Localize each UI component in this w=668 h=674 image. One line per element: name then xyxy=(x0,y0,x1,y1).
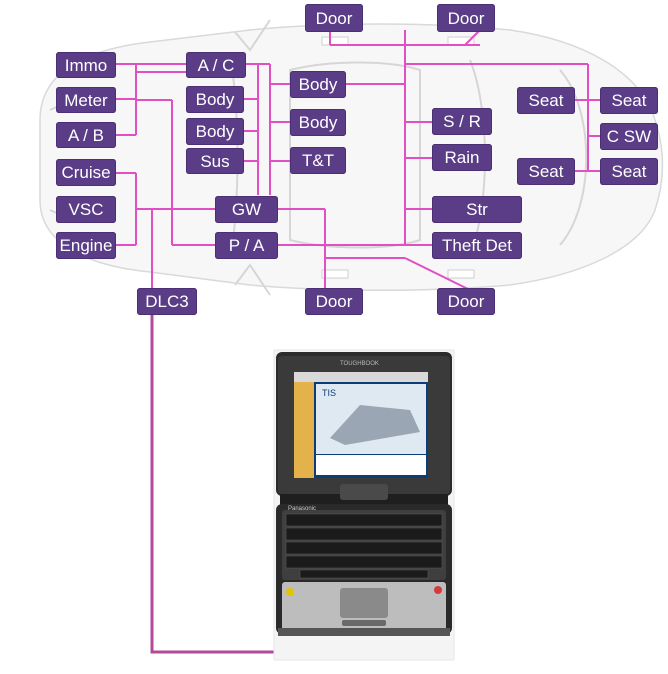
body-node-left-1[interactable]: Body xyxy=(186,86,244,113)
engine-node[interactable]: Engine xyxy=(56,232,116,259)
meter-node[interactable]: Meter xyxy=(56,87,116,113)
gw-node[interactable]: GW xyxy=(215,196,278,223)
seat-node-3[interactable]: Seat xyxy=(517,158,575,185)
laptop-maker: Panasonic xyxy=(288,506,316,512)
str-node[interactable]: Str xyxy=(432,196,522,223)
body-node-right-1[interactable]: Body xyxy=(290,71,346,98)
ab-node[interactable]: A / B xyxy=(56,122,116,148)
cruise-node[interactable]: Cruise xyxy=(56,159,116,186)
seat-node-2[interactable]: Seat xyxy=(600,87,658,114)
door-bottom-left[interactable]: Door xyxy=(305,288,363,315)
sr-node[interactable]: S / R xyxy=(432,108,492,135)
laptop-brand: TOUGHBOOK xyxy=(340,361,379,367)
seat-node-1[interactable]: Seat xyxy=(517,87,575,114)
seat-node-4[interactable]: Seat xyxy=(600,158,658,185)
body-node-left-2[interactable]: Body xyxy=(186,118,244,145)
theft-det-node[interactable]: Theft Det xyxy=(432,232,522,259)
immo-node[interactable]: Immo xyxy=(56,52,116,78)
ac-node[interactable]: A / C xyxy=(186,52,246,78)
rain-node[interactable]: Rain xyxy=(432,144,492,171)
body-node-right-2[interactable]: Body xyxy=(290,109,346,136)
dlc3-node[interactable]: DLC3 xyxy=(137,288,197,315)
door-bottom-right[interactable]: Door xyxy=(437,288,495,315)
sus-node[interactable]: Sus xyxy=(186,148,244,174)
laptop: TIS TOUGHBOOK Panasonic xyxy=(273,349,455,661)
door-top-right[interactable]: Door xyxy=(437,4,495,32)
tt-node[interactable]: T&T xyxy=(290,147,346,174)
bus-wiring xyxy=(116,29,600,291)
door-top-left[interactable]: Door xyxy=(305,4,363,32)
c-sw-node[interactable]: C SW xyxy=(600,123,658,150)
vsc-node[interactable]: VSC xyxy=(56,196,116,223)
pa-node[interactable]: P / A xyxy=(215,232,278,259)
screen-title: TIS xyxy=(322,388,336,398)
